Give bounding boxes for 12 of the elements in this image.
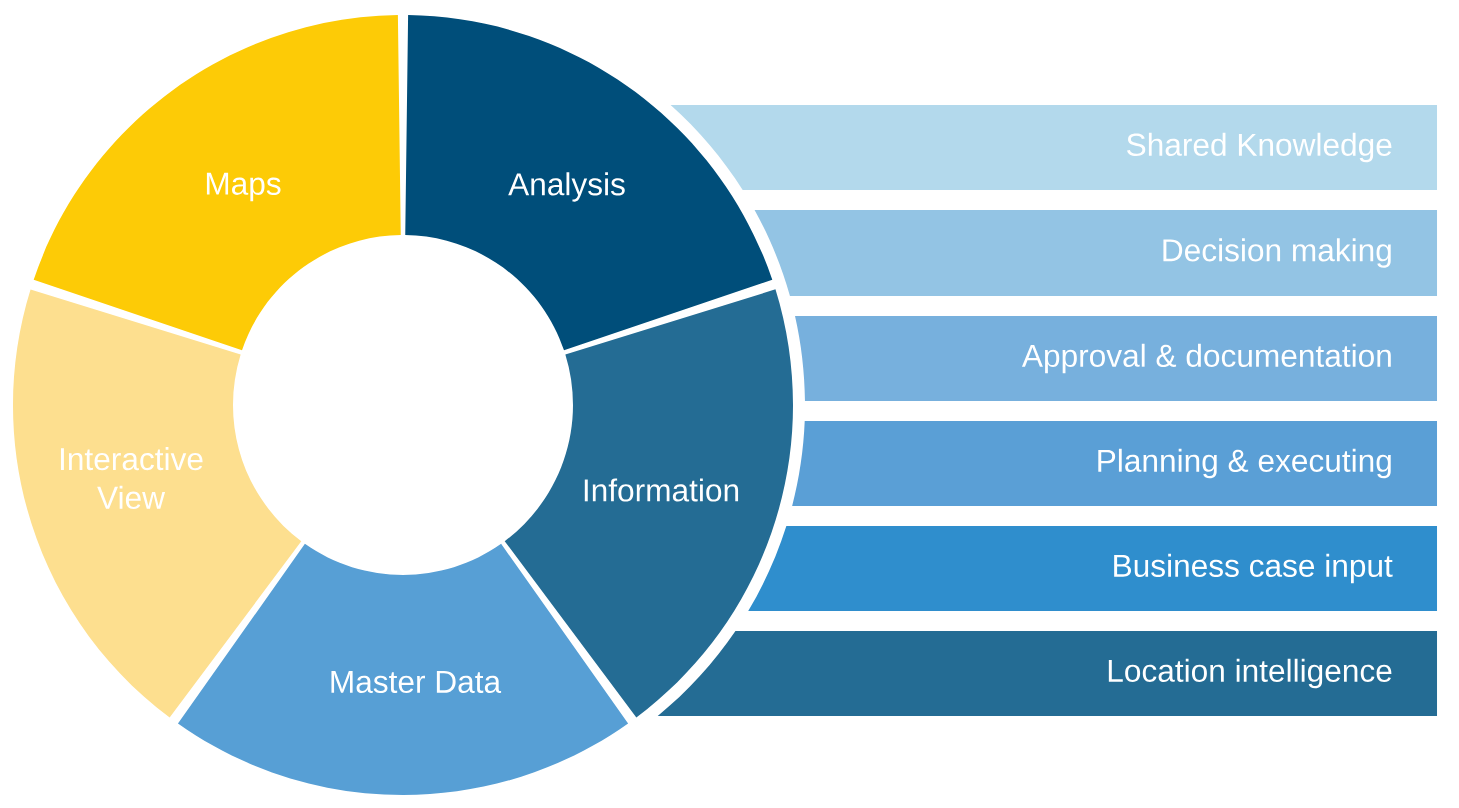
donut-segment: Master Data bbox=[177, 543, 629, 795]
benefit-bar: Decision making bbox=[754, 210, 1437, 296]
benefit-bar: Business case input bbox=[748, 526, 1437, 611]
benefit-bar: Shared Knowledge bbox=[670, 105, 1437, 190]
donut-segment: Analysis bbox=[405, 15, 773, 351]
benefit-bar: Approval & documentation bbox=[795, 316, 1437, 401]
donut-segment: Interactive View bbox=[13, 289, 302, 718]
donut-segment: Information bbox=[504, 289, 793, 718]
node-label: Location intelligence bbox=[1108, 658, 1392, 689]
benefit-bar: Planning & executing bbox=[792, 421, 1437, 506]
benefit-bar: Location intelligence bbox=[657, 631, 1437, 716]
donut-segment: Maps bbox=[33, 15, 401, 351]
